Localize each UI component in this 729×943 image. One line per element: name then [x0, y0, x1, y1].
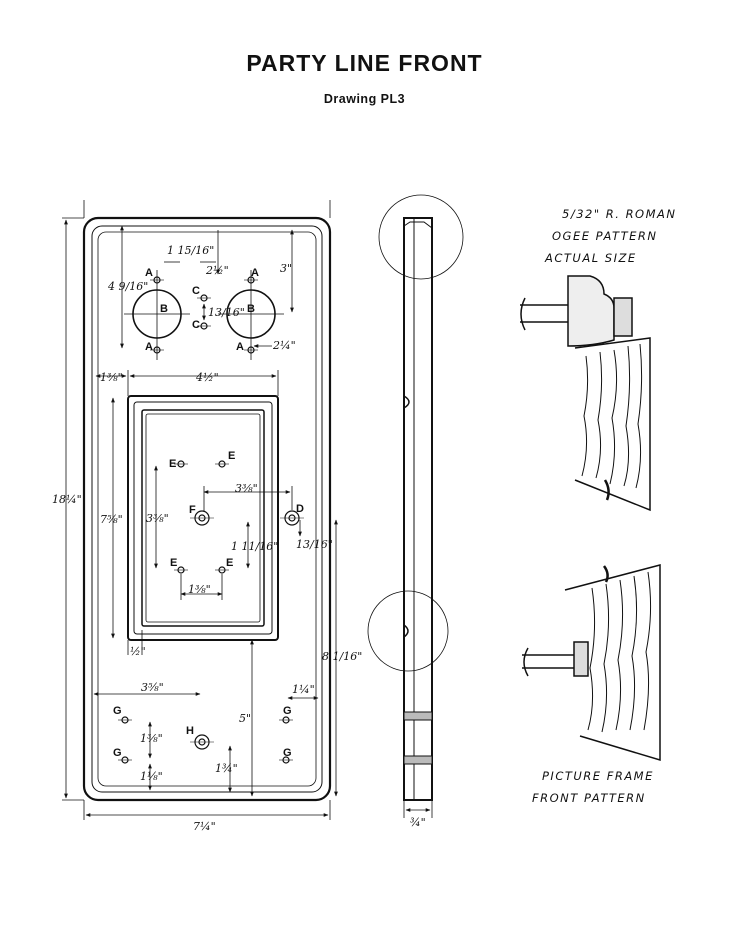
label-g: G — [113, 747, 122, 759]
drawing-subtitle: Drawing PL3 — [323, 92, 406, 106]
label-a: A — [251, 267, 259, 279]
dim-label: 4 9/16" — [107, 280, 148, 293]
label-d: D — [296, 503, 304, 515]
label-e: E — [170, 557, 177, 569]
dim-label: 1 11/16" — [231, 540, 278, 553]
label-g: G — [113, 705, 122, 717]
dim-label: 1⅜" — [188, 583, 211, 596]
label-g: G — [283, 705, 292, 717]
roman-ogee-detail — [520, 275, 651, 512]
label-g: G — [283, 747, 292, 759]
dim-label: 3⅜" — [235, 482, 258, 495]
label-a: A — [145, 267, 153, 279]
label-e: E — [226, 557, 233, 569]
ogee-note-line-3: ACTUAL SIZE — [544, 251, 637, 265]
label-e: E — [228, 450, 235, 462]
hole-b-right — [218, 270, 284, 360]
dim-label: 1⅛" — [140, 770, 163, 783]
dim-label: 2½" — [205, 264, 229, 277]
dimension-lines — [62, 217, 338, 820]
dim-label: 7⅝" — [100, 513, 123, 526]
dim-label: ¾" — [410, 816, 426, 829]
dim-label: 4½" — [195, 371, 219, 384]
dim-label: 2¼" — [272, 339, 296, 352]
side-section — [367, 194, 464, 818]
dimension-labels: 1 15/16" 2½" 3" 4 9/16" 13/16" 2¼" 1⅜" 4… — [52, 244, 362, 833]
label-c: C — [192, 319, 200, 331]
dim-label: 1¾" — [215, 762, 238, 775]
label-f: F — [189, 504, 196, 516]
drawing-title: PARTY LINE FRONT — [246, 50, 483, 76]
dim-label: 3⅝" — [141, 681, 164, 694]
frame-note-line-2: FRONT PATTERN — [532, 791, 646, 805]
hole-b-left — [124, 270, 190, 360]
dim-label: 5" — [239, 712, 251, 725]
label-e: E — [169, 458, 176, 470]
dim-label: 1 15/16" — [167, 244, 214, 257]
dim-label: ½" — [130, 645, 146, 658]
label-h: H — [186, 725, 194, 737]
label-b: B — [160, 303, 168, 315]
dim-label: 1¼" — [292, 683, 315, 696]
small-holes — [118, 276, 304, 764]
picture-frame-detail — [522, 564, 661, 762]
hole-labels: A A B B C C A A E E F D E E G G G G H — [113, 267, 304, 759]
dim-label: 8 1/16" — [322, 650, 362, 663]
label-b: B — [247, 303, 255, 315]
dim-label: 13/16" — [208, 306, 245, 319]
dim-label: 1⅜" — [100, 371, 123, 384]
dim-label: 7¼" — [193, 820, 216, 833]
frame-note-line-1: PICTURE FRAME — [542, 769, 654, 783]
ogee-note-line-2: OGEE PATTERN — [552, 229, 657, 243]
label-c: C — [192, 285, 200, 297]
dim-label: 18¼" — [52, 493, 82, 506]
dim-label: 3⅜" — [146, 512, 169, 525]
label-a: A — [145, 341, 153, 353]
dim-label: 3" — [280, 262, 292, 275]
ogee-note-line-1: 5/32" R. ROMAN — [562, 207, 677, 221]
label-a: A — [236, 341, 244, 353]
dim-label: 1⅜" — [140, 732, 163, 745]
dim-label: 13/16" — [296, 538, 333, 551]
front-panel — [82, 200, 332, 802]
